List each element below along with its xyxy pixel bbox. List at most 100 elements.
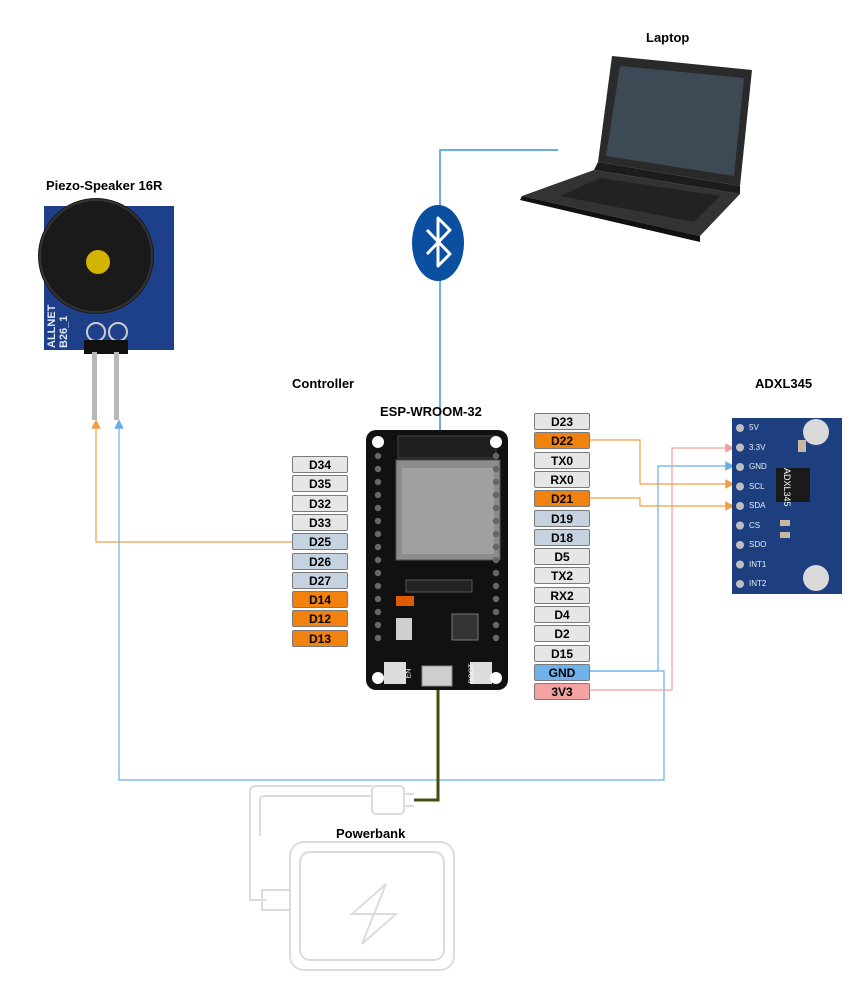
pin-label-d21: D21 <box>534 490 590 508</box>
pin-label-d33: D33 <box>292 513 348 531</box>
adxl-pin-label-sdo: SDO <box>749 540 767 549</box>
pin-label-d23: D23 <box>534 413 590 430</box>
adxl-pin-hole <box>736 502 744 510</box>
pin-label-d4: D4 <box>534 606 590 623</box>
bluetooth-icon <box>412 205 464 281</box>
esp-header-pin <box>374 556 382 564</box>
pin-label-rx2: RX2 <box>534 586 590 604</box>
wire-d21-sda <box>590 497 735 511</box>
pin-label-tx0: TX0 <box>534 451 590 469</box>
esp-title: ESP-WROOM-32 <box>380 404 482 419</box>
esp-header-pin <box>492 517 500 525</box>
adxl-pin-label-gnd: GND <box>749 462 767 471</box>
esp-header-pin <box>374 452 382 460</box>
wire-d22-scl <box>590 439 735 489</box>
esp-header-pin <box>492 595 500 603</box>
adxl-pin-hole <box>736 521 744 530</box>
adxl-pin-label-int2: INT2 <box>749 579 767 588</box>
esp-header-pin <box>492 478 500 486</box>
adxl-pin-label-5v: 5V <box>749 423 759 432</box>
adxl345-board-icon <box>732 418 842 594</box>
adxl-pin-label-scl: SCL <box>749 481 765 491</box>
esp32-pin-header-left <box>374 452 382 642</box>
esp-header-pin <box>374 608 382 616</box>
wire-d25-piezo <box>91 419 292 543</box>
pin-label-d32: D32 <box>292 494 348 512</box>
piezo-print-2: B26_1 <box>58 315 70 348</box>
esp-header-pin <box>374 504 382 512</box>
adxl-pin-label-int1: INT1 <box>749 559 767 569</box>
esp-header-pin <box>374 543 382 551</box>
esp-header-pin <box>492 543 500 551</box>
esp-header-pin <box>492 556 500 564</box>
piezo-buzzer-icon <box>38 198 174 420</box>
piezo-title: Piezo-Speaker 16R <box>46 178 163 193</box>
pin-label-d14: D14 <box>292 591 348 609</box>
pin-label-d5: D5 <box>534 548 590 566</box>
esp-header-pin <box>492 452 500 460</box>
pin-label-d22: D22 <box>534 432 590 450</box>
adxl-pin-hole <box>736 560 744 569</box>
esp-header-pin <box>492 621 500 629</box>
esp-header-pin <box>374 569 382 577</box>
wire-gnd-adxl <box>590 461 735 672</box>
pin-label-tx2: TX2 <box>534 567 590 585</box>
pin-label-d15: D15 <box>534 644 590 662</box>
adxl-pin-hole <box>736 463 744 471</box>
powerbank-icon <box>249 785 455 971</box>
pin-label-gnd: GND <box>534 663 590 681</box>
adxl-pin-label-sda: SDA <box>749 501 766 510</box>
bluetooth-link-wire <box>439 149 558 440</box>
esp-header-pin <box>492 569 500 577</box>
esp-header-pin <box>374 478 382 486</box>
esp32-board-icon <box>366 430 508 690</box>
pin-label-d34: D34 <box>292 456 348 473</box>
esp-header-pin <box>492 634 500 642</box>
esp-header-pin <box>492 608 500 616</box>
powerbank-title: Powerbank <box>336 826 406 841</box>
esp-header-pin <box>374 491 382 499</box>
esp-header-pin <box>374 517 382 525</box>
esp-header-pin <box>492 491 500 499</box>
esp-header-pin <box>374 634 382 642</box>
pin-label-d18: D18 <box>534 528 590 546</box>
esp-header-pin <box>374 465 382 473</box>
esp32-pin-header-right <box>492 452 500 642</box>
esp-header-pin <box>492 530 500 538</box>
laptop-title: Laptop <box>646 30 690 45</box>
pin-label-d25: D25 <box>292 533 348 551</box>
pin-label-d13: D13 <box>292 629 348 647</box>
pin-label-d2: D2 <box>534 625 590 643</box>
adxl-pin-label-33v: 3.3V <box>749 442 766 452</box>
esp-en-label: EN <box>405 668 413 679</box>
pin-label-d27: D27 <box>292 571 348 589</box>
wire-3v3-adxl <box>590 443 735 691</box>
esp-header-pin <box>374 582 382 590</box>
piezo-board-print: ALLNET B26_1 <box>44 300 84 348</box>
adxl-pin-hole <box>736 580 744 588</box>
pin-label-rx0: RX0 <box>534 470 590 488</box>
piezo-print-1: ALLNET <box>46 304 58 348</box>
pin-label-d26: D26 <box>292 552 348 570</box>
pin-label-d12: D12 <box>292 610 348 628</box>
pin-label-3v3: 3V3 <box>534 683 590 701</box>
power-cable <box>414 690 440 802</box>
esp-header-pin <box>374 621 382 629</box>
adxl-pin-label-cs: CS <box>749 520 761 530</box>
esp-header-pin <box>492 582 500 590</box>
adxl-chip-label: ADXL345 <box>782 468 792 507</box>
controller-title: Controller <box>292 376 355 391</box>
esp-header-pin <box>374 530 382 538</box>
esp-header-pin <box>492 504 500 512</box>
esp-boot-label: BOOT <box>468 663 476 684</box>
pin-label-d35: D35 <box>292 475 348 493</box>
laptop-icon <box>520 56 752 242</box>
adxl-title: ADXL345 <box>755 376 813 391</box>
adxl345-pin-holes <box>736 424 744 588</box>
adxl-pin-hole <box>736 482 744 491</box>
adxl-pin-hole <box>736 424 744 432</box>
adxl-pin-hole <box>736 443 744 452</box>
esp-header-pin <box>374 595 382 603</box>
pin-label-d19: D19 <box>534 509 590 527</box>
